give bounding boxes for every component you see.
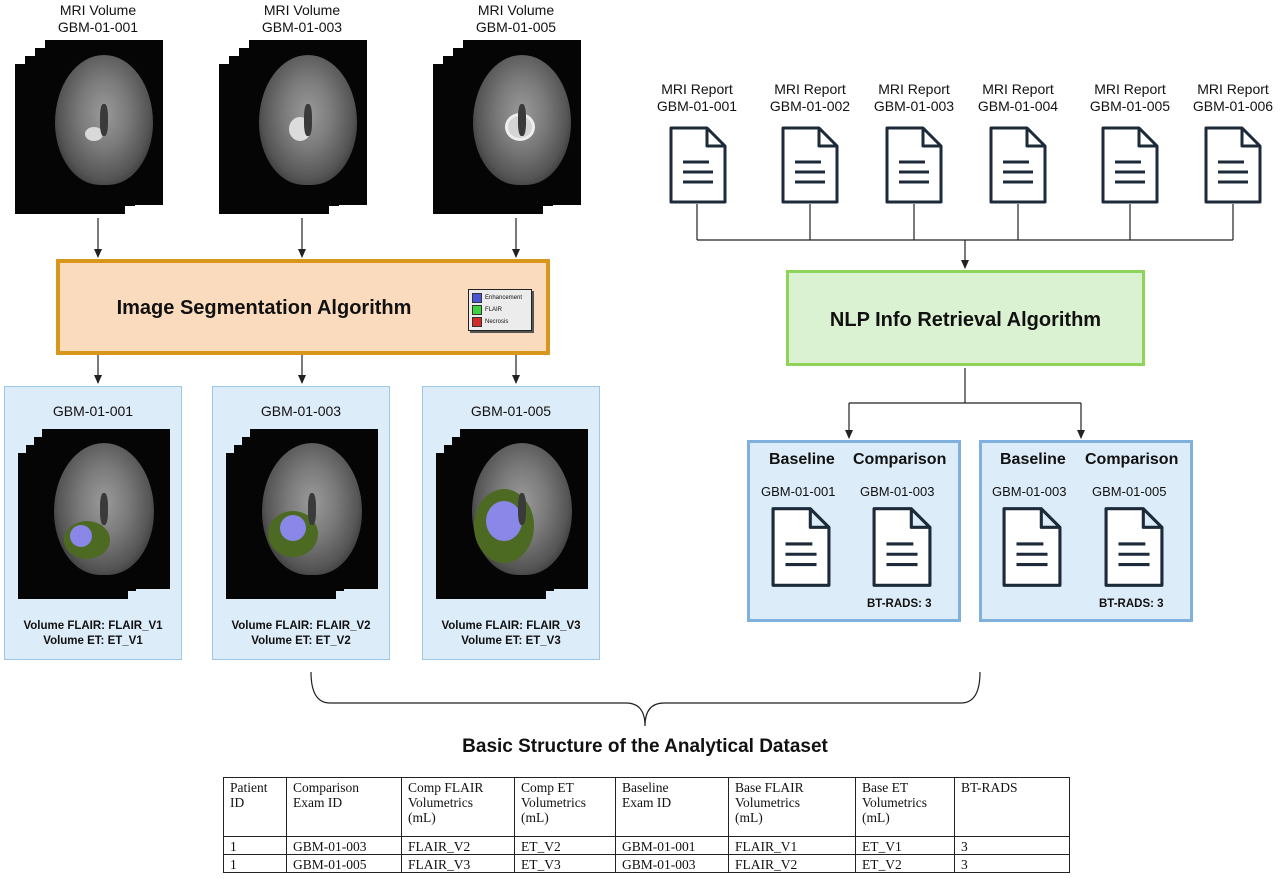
- nlp-title: NLP Info Retrieval Algorithm: [829, 309, 1102, 331]
- output-id: GBM-01-001: [52, 403, 134, 419]
- document-icon: [1204, 126, 1262, 204]
- legend-label: Enhancement: [485, 295, 523, 301]
- baseline-id: GBM-01-001: [761, 484, 836, 499]
- bt-rads-label: BT-RADS: 3: [867, 598, 932, 610]
- document-icon: [781, 126, 839, 204]
- comparison-id: GBM-01-003: [860, 484, 935, 499]
- baseline-label: Baseline: [1000, 451, 1066, 468]
- document-icon: [885, 126, 943, 204]
- comparison-id: GBM-01-005: [1092, 484, 1167, 499]
- document-icon: [1002, 507, 1062, 587]
- table-cell: FLAIR_V2: [728, 854, 856, 873]
- volume-et-label: Volume ET: ET_V1: [43, 635, 143, 647]
- table-cell: 1: [223, 854, 287, 873]
- segmentation-legend: Enhancement FLAIR Necrosis: [468, 289, 532, 331]
- document-icon: [771, 507, 831, 587]
- table-cell: 3: [954, 854, 1070, 873]
- volume-et-label: Volume ET: ET_V2: [251, 635, 351, 647]
- legend-swatch-necrosis: [472, 317, 482, 327]
- segmentation-algorithm-box: Image Segmentation Algorithm Enhancement…: [56, 259, 550, 355]
- table-row: 1 GBM-01-003 FLAIR_V2 ET_V2 GBM-01-001 F…: [223, 836, 1070, 855]
- volume-flair-label: Volume FLAIR: FLAIR_V1: [23, 620, 163, 632]
- table-cell: ET_V1: [855, 836, 955, 855]
- volume-flair-label: Volume FLAIR: FLAIR_V2: [231, 620, 371, 632]
- baseline-id: GBM-01-003: [992, 484, 1067, 499]
- table-cell: ET_V2: [514, 836, 616, 855]
- table-cell: FLAIR_V3: [401, 854, 515, 873]
- table-cell: 3: [954, 836, 1070, 855]
- table-cell: GBM-01-005: [286, 854, 402, 873]
- table-cell: ET_V3: [514, 854, 616, 873]
- nlp-algorithm-box: NLP Info Retrieval Algorithm: [786, 270, 1145, 366]
- table-cell: GBM-01-003: [615, 854, 729, 873]
- bt-rads-label: BT-RADS: 3: [1099, 598, 1164, 610]
- document-icon: [669, 126, 727, 204]
- table-cell: GBM-01-003: [286, 836, 402, 855]
- document-icon: [872, 507, 932, 587]
- table-cell: FLAIR_V1: [728, 836, 856, 855]
- table-cell: GBM-01-001: [615, 836, 729, 855]
- table-cell: ET_V2: [855, 854, 955, 873]
- comparison-label: Comparison: [1085, 451, 1179, 468]
- output-id: GBM-01-005: [470, 403, 552, 419]
- document-icon: [989, 126, 1047, 204]
- output-id: GBM-01-003: [260, 403, 342, 419]
- table-row: 1 GBM-01-005 FLAIR_V3 ET_V3 GBM-01-003 F…: [223, 854, 1070, 873]
- comparison-box-2: Baseline Comparison GBM-01-003 GBM-01-00…: [979, 440, 1193, 622]
- comparison-box-1: Baseline Comparison GBM-01-001 GBM-01-00…: [747, 440, 961, 622]
- volume-flair-label: Volume FLAIR: FLAIR_V3: [441, 620, 581, 632]
- document-icon: [1101, 126, 1159, 204]
- legend-swatch-enhancement: [472, 293, 482, 303]
- dataset-title: Basic Structure of the Analytical Datase…: [462, 736, 828, 757]
- baseline-label: Baseline: [769, 451, 835, 468]
- document-icon: [1104, 507, 1164, 587]
- segmentation-title: Image Segmentation Algorithm: [116, 297, 412, 319]
- legend-label: FLAIR: [485, 307, 503, 313]
- legend-swatch-flair: [472, 305, 482, 315]
- table-header-cell: BT-RADS: [954, 777, 1070, 837]
- comparison-label: Comparison: [853, 451, 947, 468]
- legend-label: Necrosis: [485, 319, 509, 325]
- volume-et-label: Volume ET: ET_V3: [461, 635, 561, 647]
- table-cell: 1: [223, 836, 287, 855]
- table-cell: FLAIR_V2: [401, 836, 515, 855]
